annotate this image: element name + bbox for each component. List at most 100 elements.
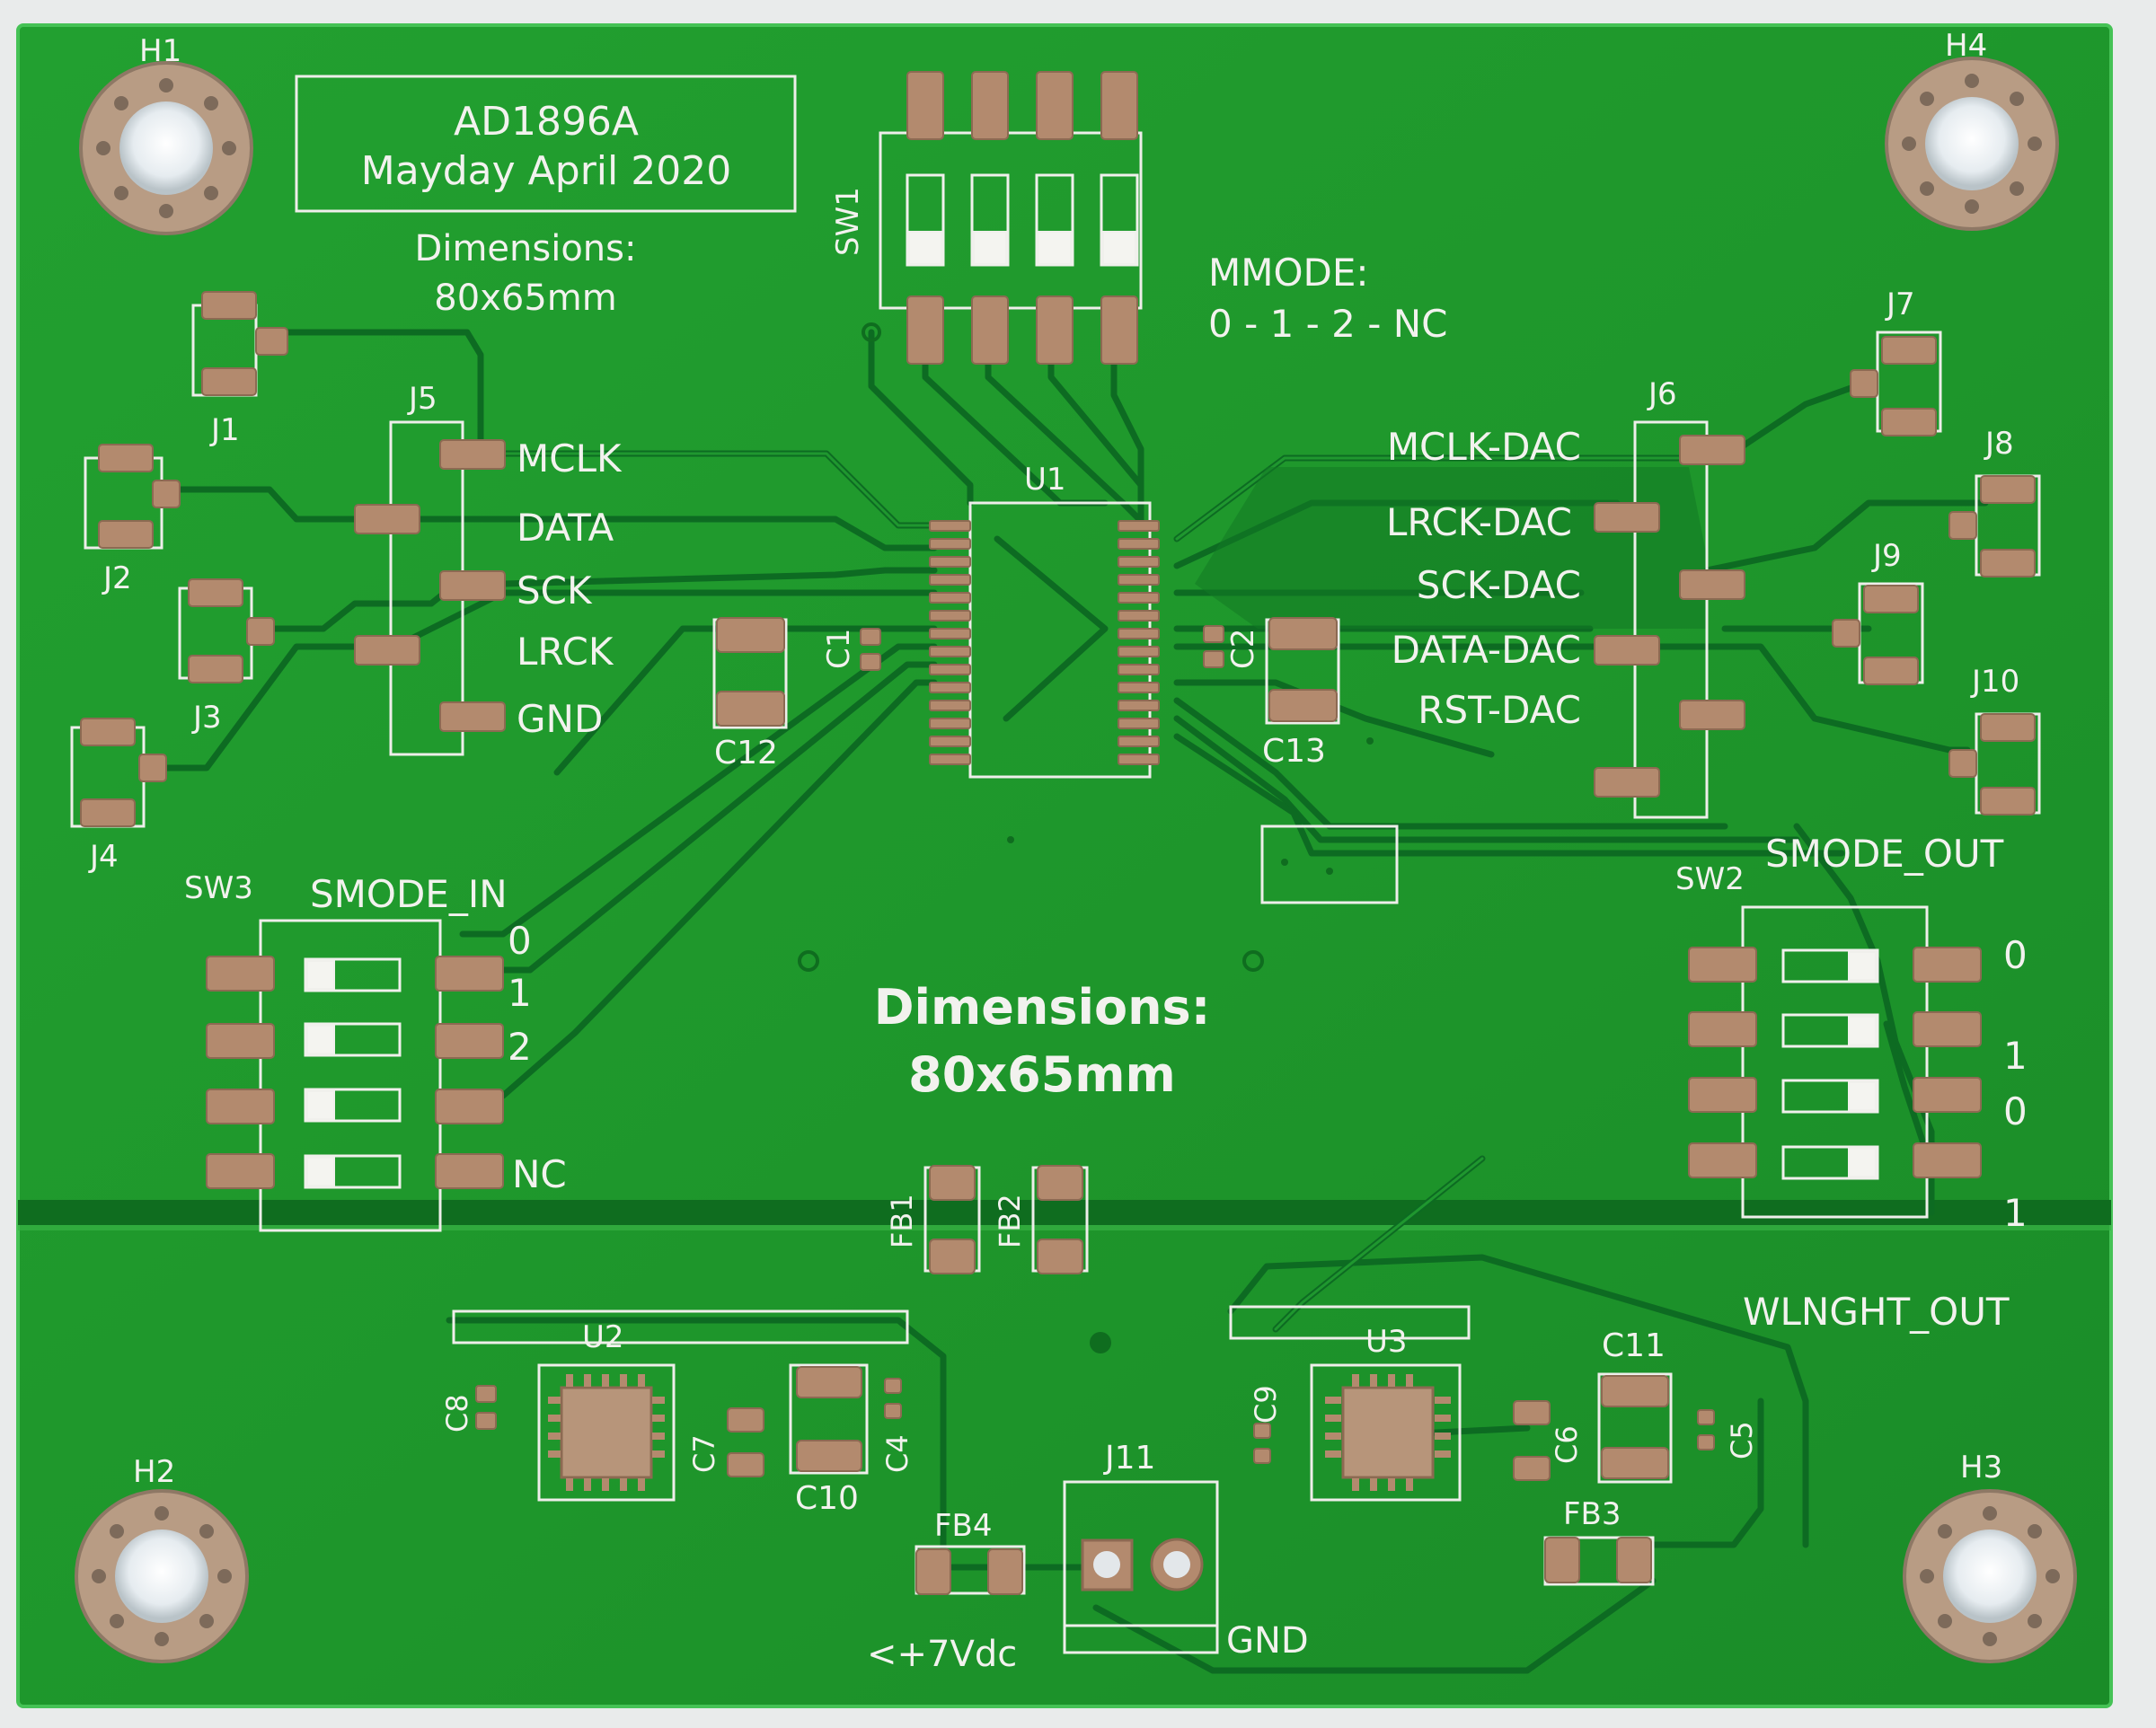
j6-pin-mclk-dac: MCLK-DAC bbox=[1387, 425, 1581, 469]
label-c8: C8 bbox=[440, 1394, 474, 1433]
label-sw1: SW1 bbox=[830, 187, 866, 256]
trace-highlights bbox=[501, 452, 1691, 1331]
mounting-hole-h1 bbox=[79, 61, 253, 235]
switch-sw2[interactable] bbox=[1688, 905, 1982, 1219]
mounting-hole-h3 bbox=[1903, 1489, 2077, 1663]
capacitor-c9[interactable] bbox=[1253, 1423, 1271, 1464]
label-j8: J8 bbox=[1984, 426, 2014, 462]
sw3-state-2: 2 bbox=[508, 1025, 532, 1069]
connector-j6[interactable] bbox=[1594, 420, 1745, 819]
label-c13: C13 bbox=[1262, 733, 1326, 770]
connector-j11[interactable] bbox=[1063, 1480, 1219, 1654]
label-c5: C5 bbox=[1725, 1421, 1759, 1459]
board-title: AD1896A bbox=[454, 99, 639, 145]
label-h4: H4 bbox=[1945, 28, 1987, 64]
switch-sw3[interactable] bbox=[206, 919, 504, 1232]
sw3-caption: SMODE_IN bbox=[310, 872, 508, 916]
label-j1: J1 bbox=[209, 412, 240, 448]
label-c11: C11 bbox=[1602, 1327, 1666, 1364]
label-j4: J4 bbox=[88, 839, 119, 875]
j6-pin-lrck-dac: LRCK-DAC bbox=[1386, 500, 1572, 544]
sw3-state-1: 1 bbox=[508, 971, 532, 1015]
j5-pin-sck: SCK bbox=[517, 569, 593, 613]
j6-pin-rst-dac: RST-DAC bbox=[1418, 688, 1581, 732]
ferrite-fb3[interactable] bbox=[1543, 1536, 1655, 1586]
ground-split-groove bbox=[18, 1200, 2111, 1225]
vias bbox=[1007, 737, 1374, 1353]
connector-j9[interactable] bbox=[1832, 582, 1924, 685]
capacitor-c12[interactable] bbox=[712, 617, 788, 729]
connector-j2[interactable] bbox=[84, 444, 181, 550]
dimensions-label-large: Dimensions: bbox=[874, 979, 1211, 1036]
label-c10: C10 bbox=[795, 1480, 859, 1517]
capacitor-c1[interactable] bbox=[860, 628, 881, 671]
connector-j4[interactable] bbox=[70, 718, 167, 828]
capacitor-c5[interactable] bbox=[1697, 1409, 1715, 1450]
test-area bbox=[1260, 824, 1399, 904]
label-u1: U1 bbox=[1024, 462, 1066, 498]
copper-pour bbox=[1195, 467, 1707, 629]
u2-outline-top bbox=[452, 1309, 909, 1344]
title-box bbox=[295, 75, 797, 213]
j5-pin-gnd: GND bbox=[517, 697, 603, 741]
sw3-state-nc: NC bbox=[512, 1152, 567, 1196]
label-j6: J6 bbox=[1647, 376, 1677, 412]
label-fb3: FB3 bbox=[1563, 1496, 1621, 1532]
label-j3: J3 bbox=[191, 700, 222, 736]
connector-j1[interactable] bbox=[191, 291, 288, 397]
power-plus-label: <+7Vdc bbox=[867, 1634, 1017, 1675]
sw2-state-3: 1 bbox=[2003, 1191, 2028, 1235]
label-c12: C12 bbox=[714, 735, 778, 771]
sw1-caption: MMODE: bbox=[1208, 251, 1369, 295]
capacitor-c7[interactable] bbox=[727, 1407, 764, 1477]
label-sw2: SW2 bbox=[1675, 861, 1745, 897]
connector-j8[interactable] bbox=[1948, 474, 2041, 577]
ferrite-fb2[interactable] bbox=[1031, 1165, 1089, 1274]
connector-j10[interactable] bbox=[1948, 712, 2041, 816]
label-sw3: SW3 bbox=[184, 870, 253, 906]
ferrite-fb1[interactable] bbox=[923, 1165, 981, 1274]
label-fb4: FB4 bbox=[934, 1508, 993, 1544]
label-j5: J5 bbox=[407, 381, 437, 417]
label-j2: J2 bbox=[102, 560, 132, 596]
j6-pin-data-dac: DATA-DAC bbox=[1392, 628, 1581, 672]
ferrite-fb4[interactable] bbox=[915, 1545, 1026, 1595]
sw2-caption: SMODE_OUT bbox=[1765, 832, 2004, 876]
label-j11: J11 bbox=[1103, 1440, 1155, 1477]
j5-pin-lrck: LRCK bbox=[517, 630, 614, 674]
label-u2: U2 bbox=[582, 1319, 624, 1355]
capacitor-c13[interactable] bbox=[1265, 617, 1340, 725]
ic-u3[interactable] bbox=[1310, 1363, 1462, 1502]
capacitor-c2[interactable] bbox=[1203, 625, 1224, 668]
label-h3: H3 bbox=[1960, 1450, 2002, 1486]
label-c4: C4 bbox=[880, 1434, 915, 1473]
mounting-hole-h2 bbox=[75, 1489, 249, 1663]
label-fb1: FB1 bbox=[885, 1194, 919, 1248]
connector-j7[interactable] bbox=[1850, 331, 1942, 436]
dimensions-value-small: 80x65mm bbox=[434, 278, 616, 319]
capacitor-c4[interactable] bbox=[884, 1378, 902, 1419]
connector-j3[interactable] bbox=[178, 578, 275, 683]
label-j7: J7 bbox=[1885, 287, 1915, 322]
connector-j5[interactable] bbox=[354, 420, 506, 756]
sw2-state-2: 0 bbox=[2003, 1089, 2028, 1133]
switch-sw1[interactable] bbox=[862, 71, 1143, 365]
sw2-state-0: 0 bbox=[2003, 933, 2028, 977]
label-h2: H2 bbox=[133, 1454, 175, 1490]
label-c9: C9 bbox=[1249, 1385, 1283, 1424]
groove-highlight bbox=[18, 1225, 2111, 1230]
u3-outline-top bbox=[1229, 1305, 1471, 1340]
capacitor-c6[interactable] bbox=[1513, 1400, 1551, 1481]
label-h1: H1 bbox=[139, 33, 181, 69]
capacitor-c10[interactable] bbox=[789, 1363, 869, 1475]
label-c6: C6 bbox=[1550, 1425, 1584, 1464]
power-gnd-label: GND bbox=[1226, 1620, 1309, 1662]
label-fb2: FB2 bbox=[993, 1194, 1027, 1248]
capacitor-c11[interactable] bbox=[1597, 1372, 1673, 1484]
label-u3: U3 bbox=[1365, 1324, 1408, 1360]
ic-u2[interactable] bbox=[537, 1363, 676, 1502]
ic-u1[interactable] bbox=[929, 501, 1160, 779]
capacitor-c8[interactable] bbox=[475, 1385, 497, 1430]
label-j9: J9 bbox=[1871, 538, 1902, 574]
mounting-hole-h4 bbox=[1885, 57, 2059, 231]
